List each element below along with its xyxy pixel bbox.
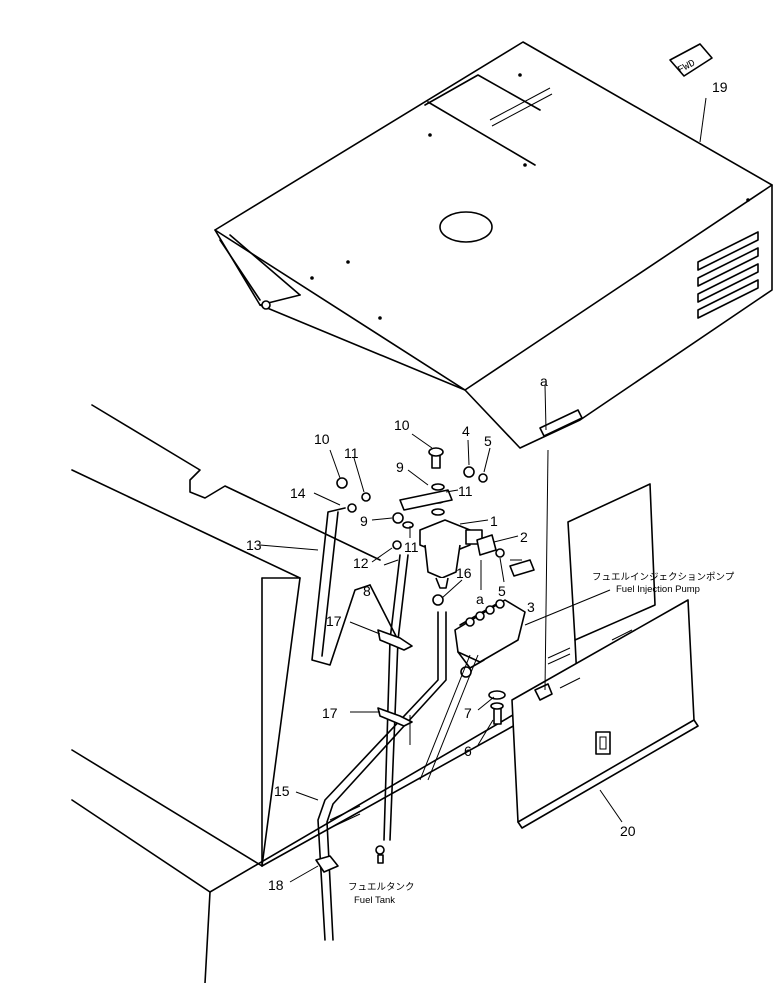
callout-2: 2 [520,529,528,545]
leader-lines [259,97,707,883]
tank-caption-en: Fuel Tank [354,895,395,906]
callout-18: 18 [268,877,284,893]
callout-6: 6 [464,743,472,759]
letter-a-pump: a [476,591,484,607]
captions: フュエルインジェクションポンプ Fuel Injection Pump フュエル… [348,572,735,906]
letter-a-top: a [540,373,548,389]
callout-13: 13 [246,537,262,553]
callout-20: 20 [620,823,636,839]
callout-17: 17 [322,705,338,721]
callout-5: 5 [484,433,492,449]
callout-12: 12 [353,555,369,571]
callout-15: 15 [274,783,290,799]
callout-5: 5 [498,583,506,599]
hardware [336,447,553,864]
callout-7: 7 [464,705,472,721]
callout-10: 10 [314,431,330,447]
top-cover [214,41,773,449]
callout-14: 14 [290,485,306,501]
callout-3: 3 [527,599,535,615]
side-door [511,599,699,829]
fuel-injection-pump [454,599,526,669]
callout-19: 19 [712,79,728,95]
fwd-arrow-icon: FWD [669,43,713,77]
callout-4: 4 [462,423,470,439]
machine-body [71,404,561,983]
tank-caption-jp: フュエルタンク [348,882,415,893]
callout-11: 11 [344,445,359,461]
fuel-filter [419,519,483,589]
pump-caption-jp: フュエルインジェクションポンプ [592,572,735,583]
callout-11: 11 [404,539,419,555]
callout-11: 11 [458,483,473,499]
callout-8: 8 [363,583,371,599]
callout-16: 16 [456,565,472,581]
callouts: 19 10 10 11 4 5 9 11 14 1 2 13 9 12 11 8… [246,79,728,893]
callout-9: 9 [396,459,404,475]
callout-9: 9 [360,513,368,529]
callout-1: 1 [490,513,498,529]
fuel-pipes [311,449,611,941]
pump-caption-en: Fuel Injection Pump [616,584,700,595]
callout-10: 10 [394,417,410,433]
callout-17: 17 [326,613,342,629]
